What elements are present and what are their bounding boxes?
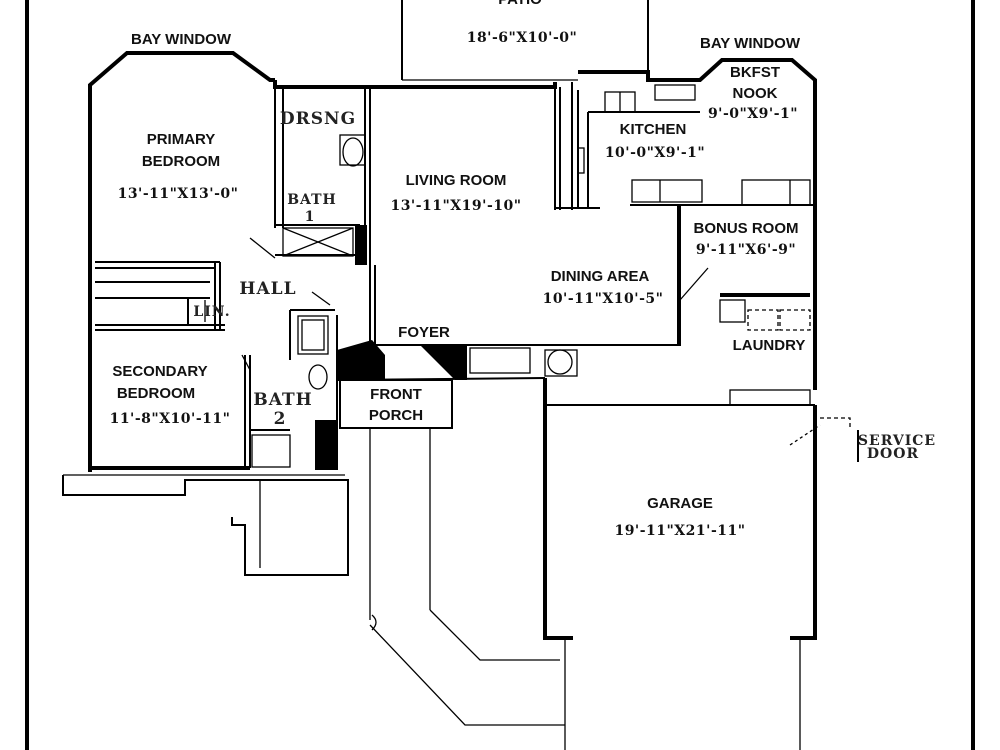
dining-area-dims: 10'-11"X10'-5" (543, 291, 664, 307)
linen-label: LIN. (193, 304, 230, 320)
walkway (62, 428, 801, 750)
living-room-label: LIVING ROOM (406, 172, 507, 189)
secondary-bedroom-label: SECONDARY (112, 363, 207, 380)
kitchen-label: KITCHEN (620, 121, 687, 138)
foyer-porch (336, 340, 546, 429)
primary-bedroom-dims: 13'-11"X13'-0" (118, 186, 239, 202)
secondary-bedroom-label-2: BEDROOM (117, 385, 195, 402)
patio-dims: 18'-6"X10'-0" (467, 30, 578, 46)
bath2-number: 2 (274, 409, 287, 429)
bath1-label: BATH (287, 192, 337, 208)
door-swings (204, 237, 859, 462)
page-border (25, 0, 975, 750)
laundry-label: LAUNDRY (733, 337, 806, 354)
primary-bedroom-label: PRIMARY (147, 131, 216, 148)
primary-bedroom-label-2: BEDROOM (142, 153, 220, 170)
service-door-label: SERVICE (858, 433, 936, 449)
bay-window-left-label: BAY WINDOW (131, 31, 232, 48)
bonus-room-label: BONUS ROOM (694, 220, 799, 237)
nook-label: BKFST (730, 64, 780, 81)
bath1-number: 1 (305, 209, 316, 225)
dining-area-label: DINING AREA (551, 268, 650, 285)
patio-label: PATIO (498, 0, 542, 8)
bonus-room-dims: 9'-11"X6'-9" (696, 242, 796, 258)
bay-window-right-label: BAY WINDOW (700, 35, 801, 52)
front-porch-label: FRONT (370, 386, 422, 403)
secondary-bedroom-dims: 11'-8"X10'-11" (110, 411, 231, 427)
fixtures (251, 84, 811, 468)
front-porch-label-2: PORCH (369, 407, 423, 424)
service-door-label-2: DOOR (867, 446, 919, 462)
hall-label: HALL (239, 279, 296, 299)
kitchen-dims: 10'-0"X9'-1" (605, 145, 705, 161)
patio-outline (401, 0, 649, 81)
garage-label: GARAGE (647, 495, 713, 512)
nook-dims: 9'-0"X9'-1" (708, 106, 798, 122)
garage-dims: 19'-11"X21'-11" (614, 523, 745, 539)
living-room-dims: 13'-11"X19'-10" (390, 198, 521, 214)
bath2-label: BATH (253, 390, 312, 410)
exterior-walls (88, 51, 817, 640)
dressing-label: DRSNG (280, 109, 356, 129)
foyer-label: FOYER (398, 324, 450, 341)
nook-label-2: NOOK (733, 85, 778, 102)
